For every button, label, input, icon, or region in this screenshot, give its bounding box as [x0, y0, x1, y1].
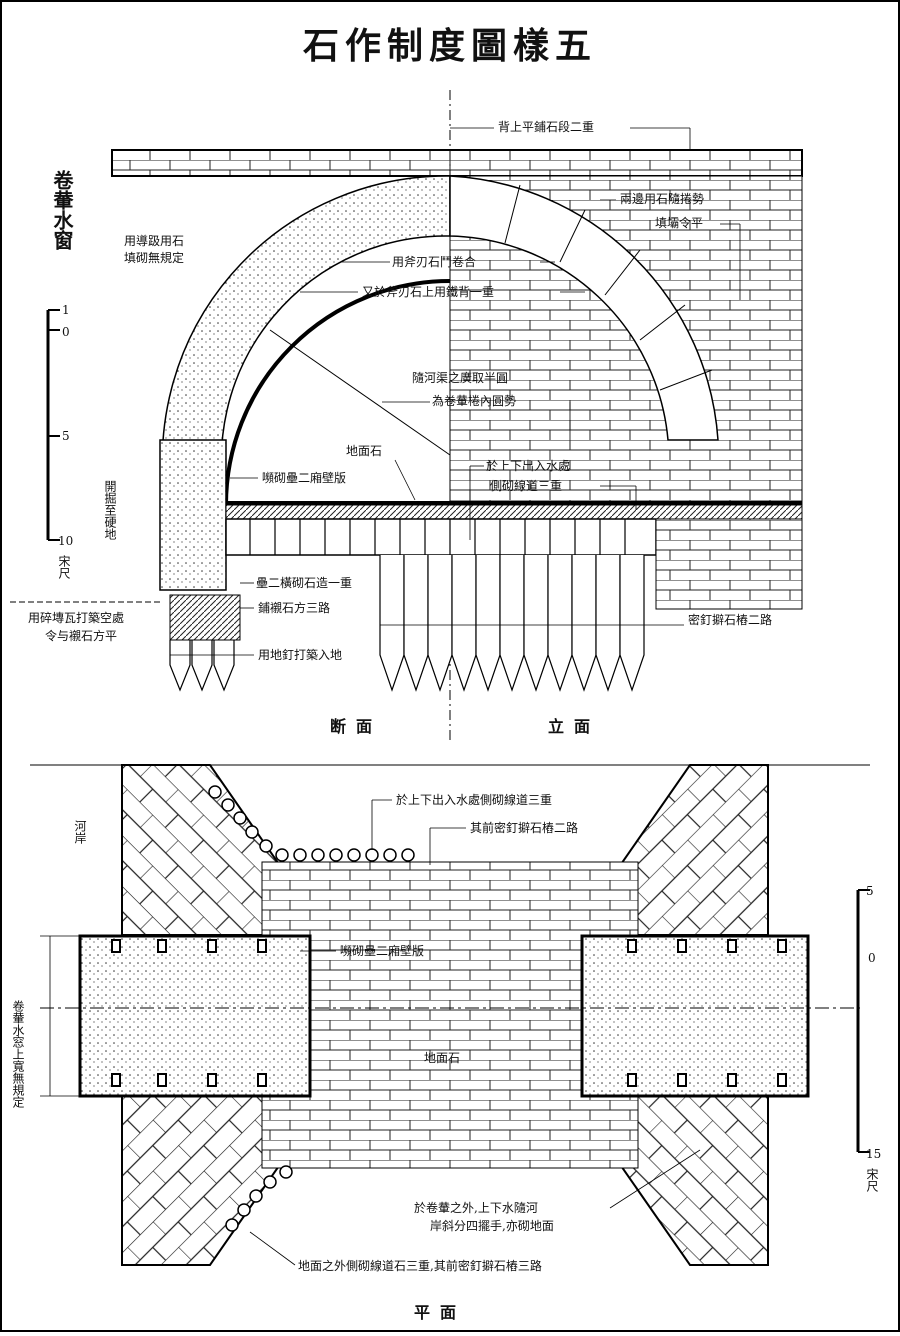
- radius-line: [269, 329, 451, 456]
- label-outside-edge: 地面之外側砌線道石三重,其前密釘擗石樁三路: [298, 1258, 542, 1273]
- scale-left-tick-10: 10: [58, 534, 73, 548]
- stake-stones: [169, 594, 241, 641]
- caption-plan: 平面: [414, 1303, 466, 1322]
- label-top-arch-back: 背上平鋪石段二重: [498, 119, 594, 134]
- scale-right-unit: 宋尺: [865, 1167, 879, 1193]
- label-outside-2: 岸斜分四擺手,亦砌地面: [430, 1218, 554, 1233]
- label-both-sides: 兩邊用石隨捲勢: [620, 191, 704, 206]
- label-half-circle: 隨河渠之廣取半圓: [412, 370, 508, 385]
- channel-left: [78, 934, 312, 1098]
- scale-left: 1 0 5 10 宋尺: [46, 303, 73, 580]
- label-pile-driving: 用地釘打築入地: [258, 647, 342, 662]
- label-cross-layer: 壘二橫砌石造一重: [256, 576, 352, 590]
- left-pier: [159, 439, 227, 591]
- label-dig-hard: 開掘至硬地: [103, 480, 117, 540]
- label-width-note: 卷輂水窓上寬無規定: [11, 999, 25, 1109]
- label-plan-ground-stone: 地面石: [424, 1051, 460, 1065]
- label-rubble-fill-2: 令与襯石方平: [45, 628, 117, 643]
- label-plan-wall-plates: 嚬砌壘二廂壁版: [340, 943, 424, 958]
- ground-layer: [225, 504, 803, 520]
- top-paving: [111, 149, 803, 177]
- section-labels: 背上平鋪石段二重 兩邊用石隨捲勢 填壩令平 用導趿用石 填砌無規定 用斧刃石鬥卷…: [28, 119, 772, 662]
- scale-right-tick-5: 5: [866, 884, 874, 898]
- label-edge-stones: 於上下出入水處: [486, 458, 570, 473]
- label-brick-fill-2: 填砌無規定: [124, 250, 184, 265]
- label-arch-stones: 用斧刃石鬥卷合: [392, 254, 476, 269]
- label-rubble-fill: 用碎塼瓦打築空處: [28, 610, 124, 625]
- scale-left-tick-1: 1: [62, 303, 70, 317]
- label-half-circle-2: 為卷輂棬內圓勢: [432, 393, 516, 408]
- label-edge-stones-2: 側砌線道三重: [490, 478, 562, 493]
- scale-right-tick-15: 15: [866, 1147, 881, 1161]
- scale-right: 5 0 15 宋尺: [856, 884, 881, 1193]
- label-outside-1: 於卷輂之外,上下水隨河: [414, 1200, 538, 1215]
- label-edge-three: 於上下出入水處側砌線道三重: [396, 792, 552, 807]
- page-title: 石作制度圖樣五: [303, 25, 597, 67]
- label-stake-stones: 鋪襯石方三路: [258, 600, 330, 615]
- label-both-sides-2: 填壩令平: [655, 215, 703, 230]
- label-ground-stone: 地面石: [346, 444, 382, 458]
- scale-left-tick-5: 5: [62, 429, 70, 443]
- channel-right: [580, 934, 810, 1098]
- label-iron-bands: 又於斧刃石上用鐵背一重: [362, 284, 494, 299]
- label-brick-fill: 用導趿用石: [124, 234, 184, 248]
- pile-row: [169, 555, 645, 692]
- section-elevation-view: [10, 90, 803, 740]
- caption-elevation: 立面: [548, 717, 600, 736]
- cross-course: [225, 518, 657, 556]
- rubble-stones: [208, 785, 415, 1232]
- label-wall-plates: 嚬砌壘二廂壁版: [262, 470, 346, 485]
- label-front-piles: 其前密釘擗石樁二路: [470, 820, 578, 835]
- plan-view: [40, 764, 860, 1266]
- label-river-bank: 河岸: [73, 820, 87, 844]
- right-foundation: [655, 518, 803, 610]
- side-title: 卷輂水窗: [50, 169, 74, 251]
- arch-stones-right: [449, 175, 719, 441]
- plan-ground-stone: [261, 861, 639, 1169]
- label-pile-rows: 密釘擗石樁二路: [688, 612, 772, 627]
- inner-arch-left: [224, 279, 451, 506]
- scale-left-unit: 宋尺: [57, 554, 71, 580]
- plan-labels: 河岸 於上下出入水處側砌線道三重 其前密釘擗石樁二路 嚬砌壘二廂壁版 地面石 卷…: [11, 792, 578, 1273]
- caption-section: 断面: [330, 717, 382, 736]
- scale-left-tick-0: 0: [62, 325, 70, 339]
- scale-right-tick-0: 0: [868, 951, 876, 965]
